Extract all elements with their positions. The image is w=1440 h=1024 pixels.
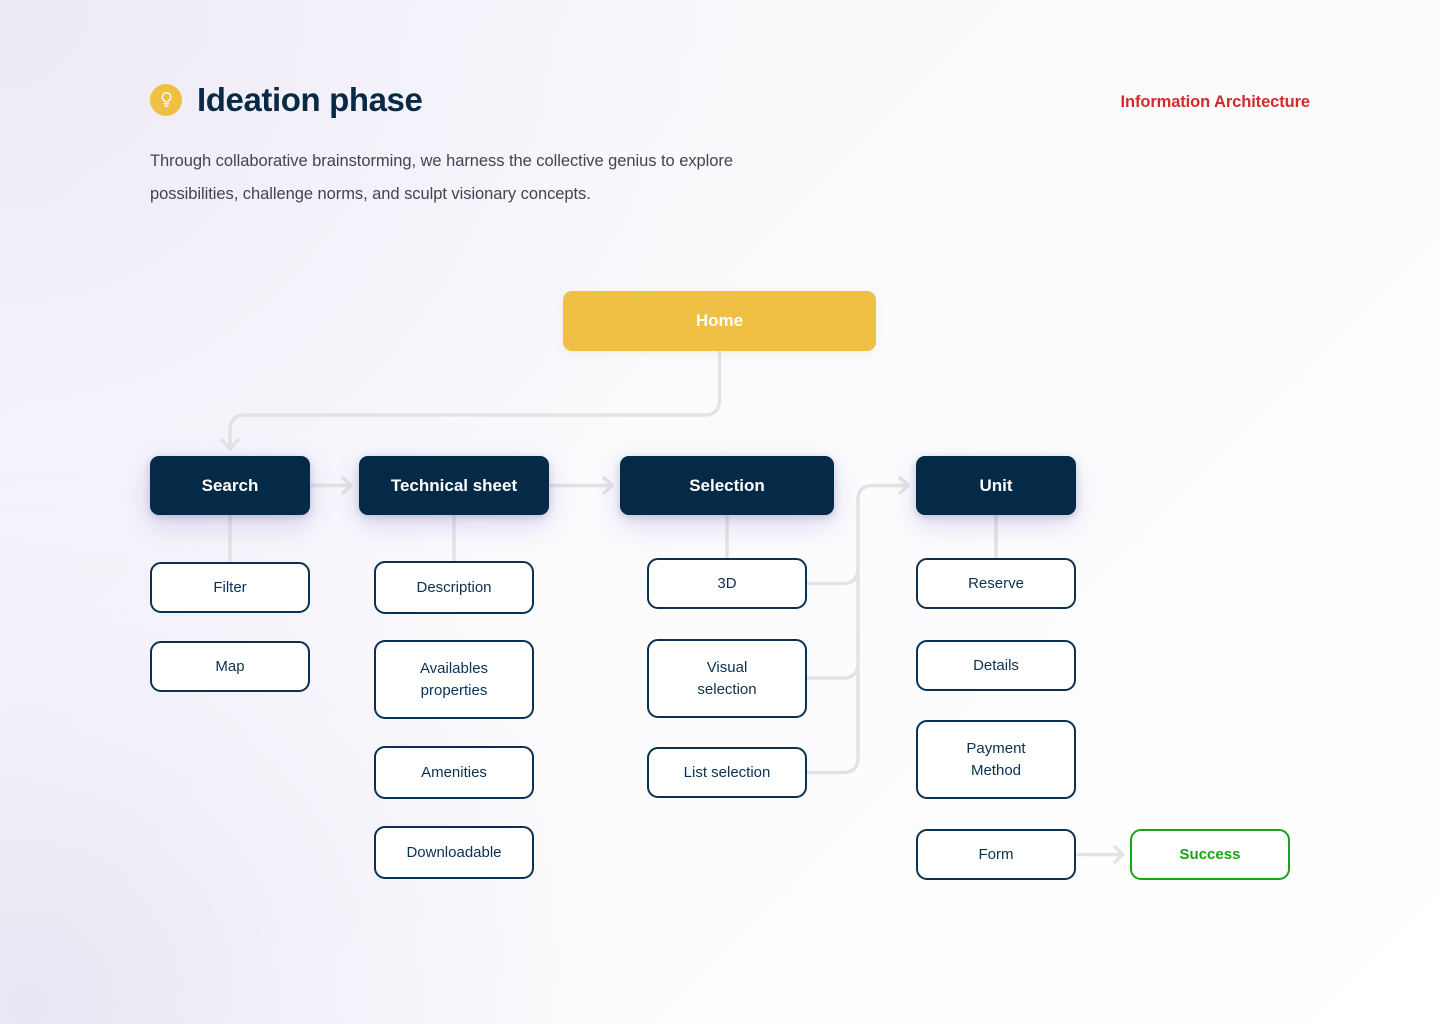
node-label: Downloadable <box>406 843 502 861</box>
node-list-selection[interactable]: List selection <box>647 747 807 798</box>
node-label: Home <box>695 311 744 330</box>
node-unit[interactable]: Unit <box>916 456 1076 515</box>
node-success[interactable]: Success <box>1130 829 1290 880</box>
information-architecture-label: Information Architecture <box>1120 93 1310 111</box>
node-selection[interactable]: Selection <box>620 456 834 515</box>
node-label: Map <box>215 657 245 675</box>
node-label: Description <box>416 578 492 596</box>
node-description[interactable]: Description <box>374 561 534 614</box>
node-technical-sheet[interactable]: Technical sheet <box>359 456 549 515</box>
node-map[interactable]: Map <box>150 641 310 692</box>
node-label: Details <box>973 656 1019 674</box>
node-label: Form <box>978 845 1014 863</box>
node-label: Amenities <box>421 763 487 781</box>
node-downloadable[interactable]: Downloadable <box>374 826 534 879</box>
node-label: Technical sheet <box>390 475 518 495</box>
node-label: Reserve <box>968 574 1024 592</box>
page-title: Ideation phase <box>197 81 423 118</box>
node-home[interactable]: Home <box>563 291 876 351</box>
node-form[interactable]: Form <box>916 829 1076 880</box>
node-label: Success <box>1179 845 1241 863</box>
node-details[interactable]: Details <box>916 640 1076 691</box>
lightbulb-icon <box>150 83 182 116</box>
node-label: 3D <box>717 574 737 592</box>
node-label: Selection <box>689 475 765 495</box>
node-3d[interactable]: 3D <box>647 558 807 609</box>
page-header: Ideation phase Information Architecture … <box>150 83 1310 211</box>
node-label: Search <box>201 475 259 495</box>
node-label: List selection <box>683 763 771 781</box>
node-search[interactable]: Search <box>150 456 310 515</box>
node-filter[interactable]: Filter <box>150 562 310 613</box>
node-label: Filter <box>213 578 247 596</box>
page-subtitle: Through collaborative brainstorming, we … <box>150 152 733 203</box>
title-row: Ideation phase <box>150 83 1310 116</box>
node-reserve[interactable]: Reserve <box>916 558 1076 609</box>
node-label: Unit <box>979 475 1013 495</box>
node-amenities[interactable]: Amenities <box>374 746 534 799</box>
